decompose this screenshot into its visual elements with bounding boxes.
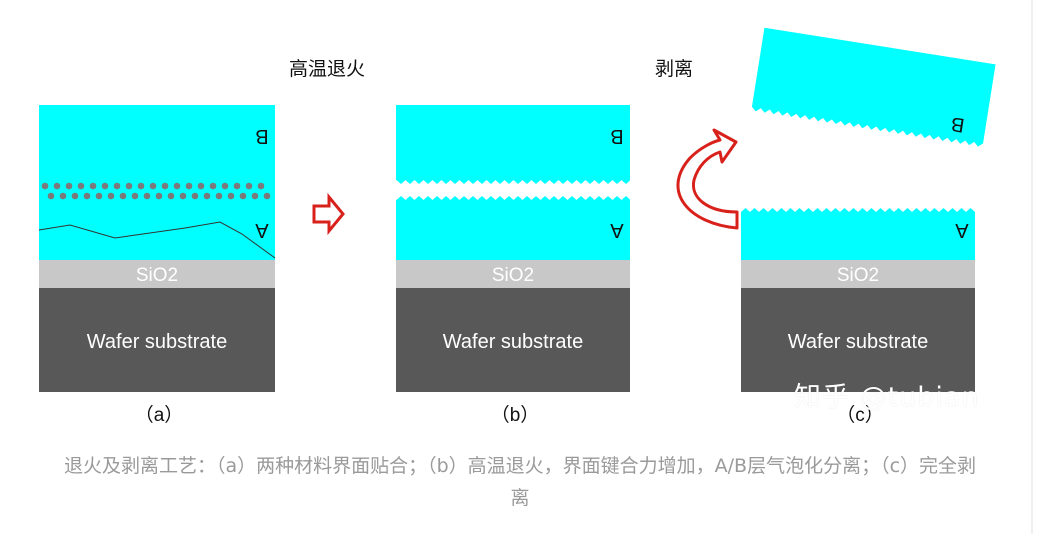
panel-c-substrate xyxy=(741,288,975,392)
panel-a-implant-bubbles xyxy=(41,182,271,200)
implant-bubble xyxy=(95,192,103,200)
arrow-right-icon xyxy=(312,192,345,236)
panel-a: B A SiO2 Wafer substrate xyxy=(38,105,276,392)
panel-c: B A SiO2 Wafer substrate xyxy=(741,27,996,392)
implant-bubble xyxy=(83,192,91,200)
panel-a-substrate xyxy=(39,288,275,392)
peel-curved-arrow-icon xyxy=(676,128,739,230)
implant-bubble xyxy=(179,192,187,200)
implant-bubble xyxy=(257,182,265,190)
implant-bubble xyxy=(125,182,133,190)
panel-c-a-film xyxy=(741,208,975,260)
panel-b: B A SiO2 Wafer substrate xyxy=(392,105,634,392)
stage-label-peel: 剥离 xyxy=(655,58,694,80)
implant-bubble xyxy=(107,192,115,200)
implant-bubble xyxy=(233,182,241,190)
panel-b-label-b: B xyxy=(610,125,623,147)
implant-bubble xyxy=(149,182,157,190)
implant-bubble xyxy=(137,182,145,190)
panel-label-a: （a） xyxy=(134,405,184,426)
implant-bubble xyxy=(47,192,55,200)
panel-b-substrate-label: Wafer substrate xyxy=(443,331,583,353)
panel-a-oxide-layer xyxy=(39,260,275,288)
panel-a-label-b: B xyxy=(255,125,268,147)
implant-bubble xyxy=(65,182,73,190)
implant-bubble xyxy=(227,192,235,200)
implant-bubble xyxy=(155,192,163,200)
process-diagram: B A SiO2 Wafer substrate B A SiO2 Wafer … xyxy=(38,27,996,392)
implant-bubble xyxy=(239,192,247,200)
implant-bubble xyxy=(41,182,49,190)
figure-caption: 退火及剥离工艺：（a）两种材料界面贴合；（b）高温退火，界面键合力增加，A/B层… xyxy=(63,455,977,509)
panel-b-oxide-label: SiO2 xyxy=(492,265,534,286)
panel-b-label-a: A xyxy=(610,219,624,241)
implant-bubble xyxy=(221,182,229,190)
implant-bubble xyxy=(197,182,205,190)
panel-a-label-a: A xyxy=(255,219,269,241)
panel-b-split-band xyxy=(392,180,634,200)
implant-bubble xyxy=(53,182,61,190)
implant-bubble xyxy=(203,192,211,200)
implant-bubble xyxy=(251,192,259,200)
implant-bubble xyxy=(77,182,85,190)
panel-c-lifted-film xyxy=(751,27,996,148)
implant-bubble xyxy=(263,192,271,200)
stage-label-anneal: 高温退火 xyxy=(289,58,366,80)
panel-a-interface-line xyxy=(38,221,276,259)
implant-bubble xyxy=(119,192,127,200)
implant-bubble xyxy=(209,182,217,190)
implant-bubble xyxy=(59,192,67,200)
implant-bubble xyxy=(101,182,109,190)
panel-label-b: （b） xyxy=(490,405,540,426)
panel-a-substrate-label: Wafer substrate xyxy=(87,331,227,353)
implant-bubble xyxy=(245,182,253,190)
implant-bubble xyxy=(191,192,199,200)
panel-c-label-a: A xyxy=(955,219,969,241)
panel-c-substrate-label: Wafer substrate xyxy=(788,331,928,353)
panel-b-substrate xyxy=(396,288,630,392)
implant-bubble xyxy=(173,182,181,190)
implant-bubble xyxy=(131,192,139,200)
implant-bubble xyxy=(71,192,79,200)
panel-a-film xyxy=(39,105,275,260)
watermark-text: 知乎 @tubian xyxy=(794,382,980,413)
panel-b-oxide-layer xyxy=(396,260,630,288)
panel-c-oxide-layer xyxy=(741,260,975,288)
implant-bubble xyxy=(185,182,193,190)
panel-c-label-b: B xyxy=(949,112,966,136)
panel-c-oxide-label: SiO2 xyxy=(837,265,879,286)
implant-bubble xyxy=(161,182,169,190)
implant-bubble xyxy=(89,182,97,190)
implant-bubble xyxy=(167,192,175,200)
page-edge-divider xyxy=(1031,0,1033,534)
implant-bubble xyxy=(143,192,151,200)
panel-c-lifted-b-layer: B xyxy=(751,27,996,148)
implant-bubble xyxy=(215,192,223,200)
panel-label-c: （c） xyxy=(836,405,884,426)
panel-a-oxide-label: SiO2 xyxy=(136,265,178,286)
implant-bubble xyxy=(113,182,121,190)
